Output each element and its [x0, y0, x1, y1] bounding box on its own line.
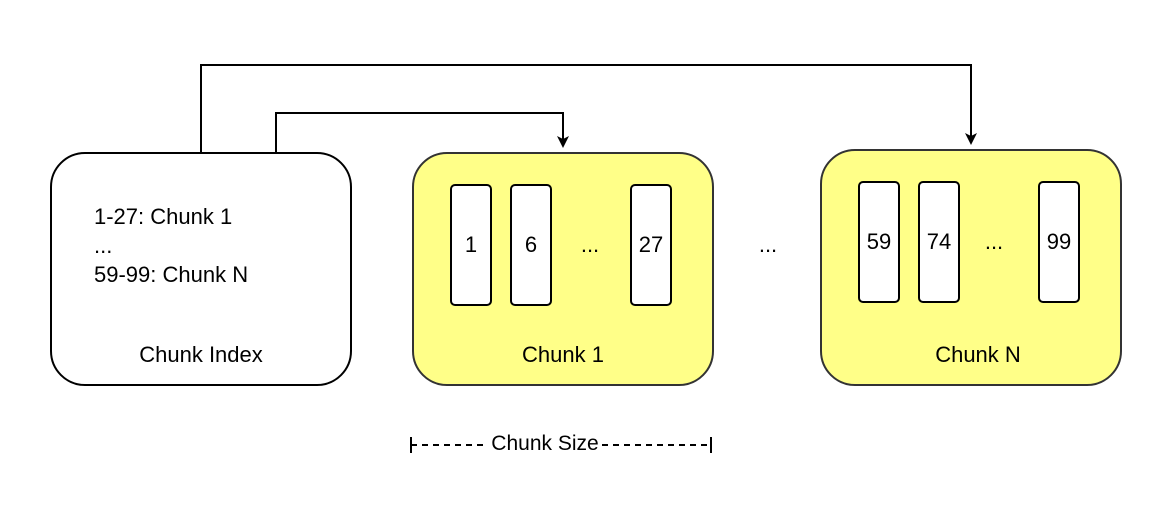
chunk-size-dimension: Chunk Size [410, 432, 712, 455]
chunk-index-box: 1-27: Chunk 1 ... 59-99: Chunk N Chunk I… [50, 152, 352, 386]
chunk-1-label: Chunk 1 [522, 342, 604, 367]
chunk-n-cell-4: 99 [1038, 181, 1080, 303]
chunk-index-label: Chunk Index [139, 342, 263, 367]
cell-value: 59 [867, 229, 891, 254]
chunk-1-box: 1 6 ... 27 Chunk 1 [412, 152, 714, 386]
chunk-n-cell-1: 59 [858, 181, 900, 303]
arrow-index-to-chunk-n [200, 64, 977, 153]
chunk-n-ellipsis: ... [985, 229, 1003, 254]
chunk-size-label: Chunk Size [491, 432, 598, 455]
cell-value: 74 [927, 229, 951, 254]
chunk-n-label: Chunk N [935, 342, 1021, 367]
cell-value: 1 [465, 232, 477, 257]
chunk-1-cell-1: 1 [450, 184, 492, 306]
index-line-1: 1-27: Chunk 1 [94, 204, 232, 229]
chunk-n-box: 59 74 ... 99 Chunk N [820, 149, 1122, 386]
arrow-index-to-chunk-1 [275, 112, 569, 153]
index-line-2: ... [94, 233, 112, 258]
cell-value: 99 [1047, 229, 1071, 254]
chunk-1-ellipsis: ... [581, 232, 599, 257]
chunk-1-cell-2: 6 [510, 184, 552, 306]
cell-value: 27 [639, 232, 663, 257]
chunk-1-cell-4: 27 [630, 184, 672, 306]
chunk-n-cell-2: 74 [918, 181, 960, 303]
between-chunks-ellipsis: ... [759, 232, 777, 257]
cell-value: 6 [525, 232, 537, 257]
index-line-3: 59-99: Chunk N [94, 262, 248, 287]
